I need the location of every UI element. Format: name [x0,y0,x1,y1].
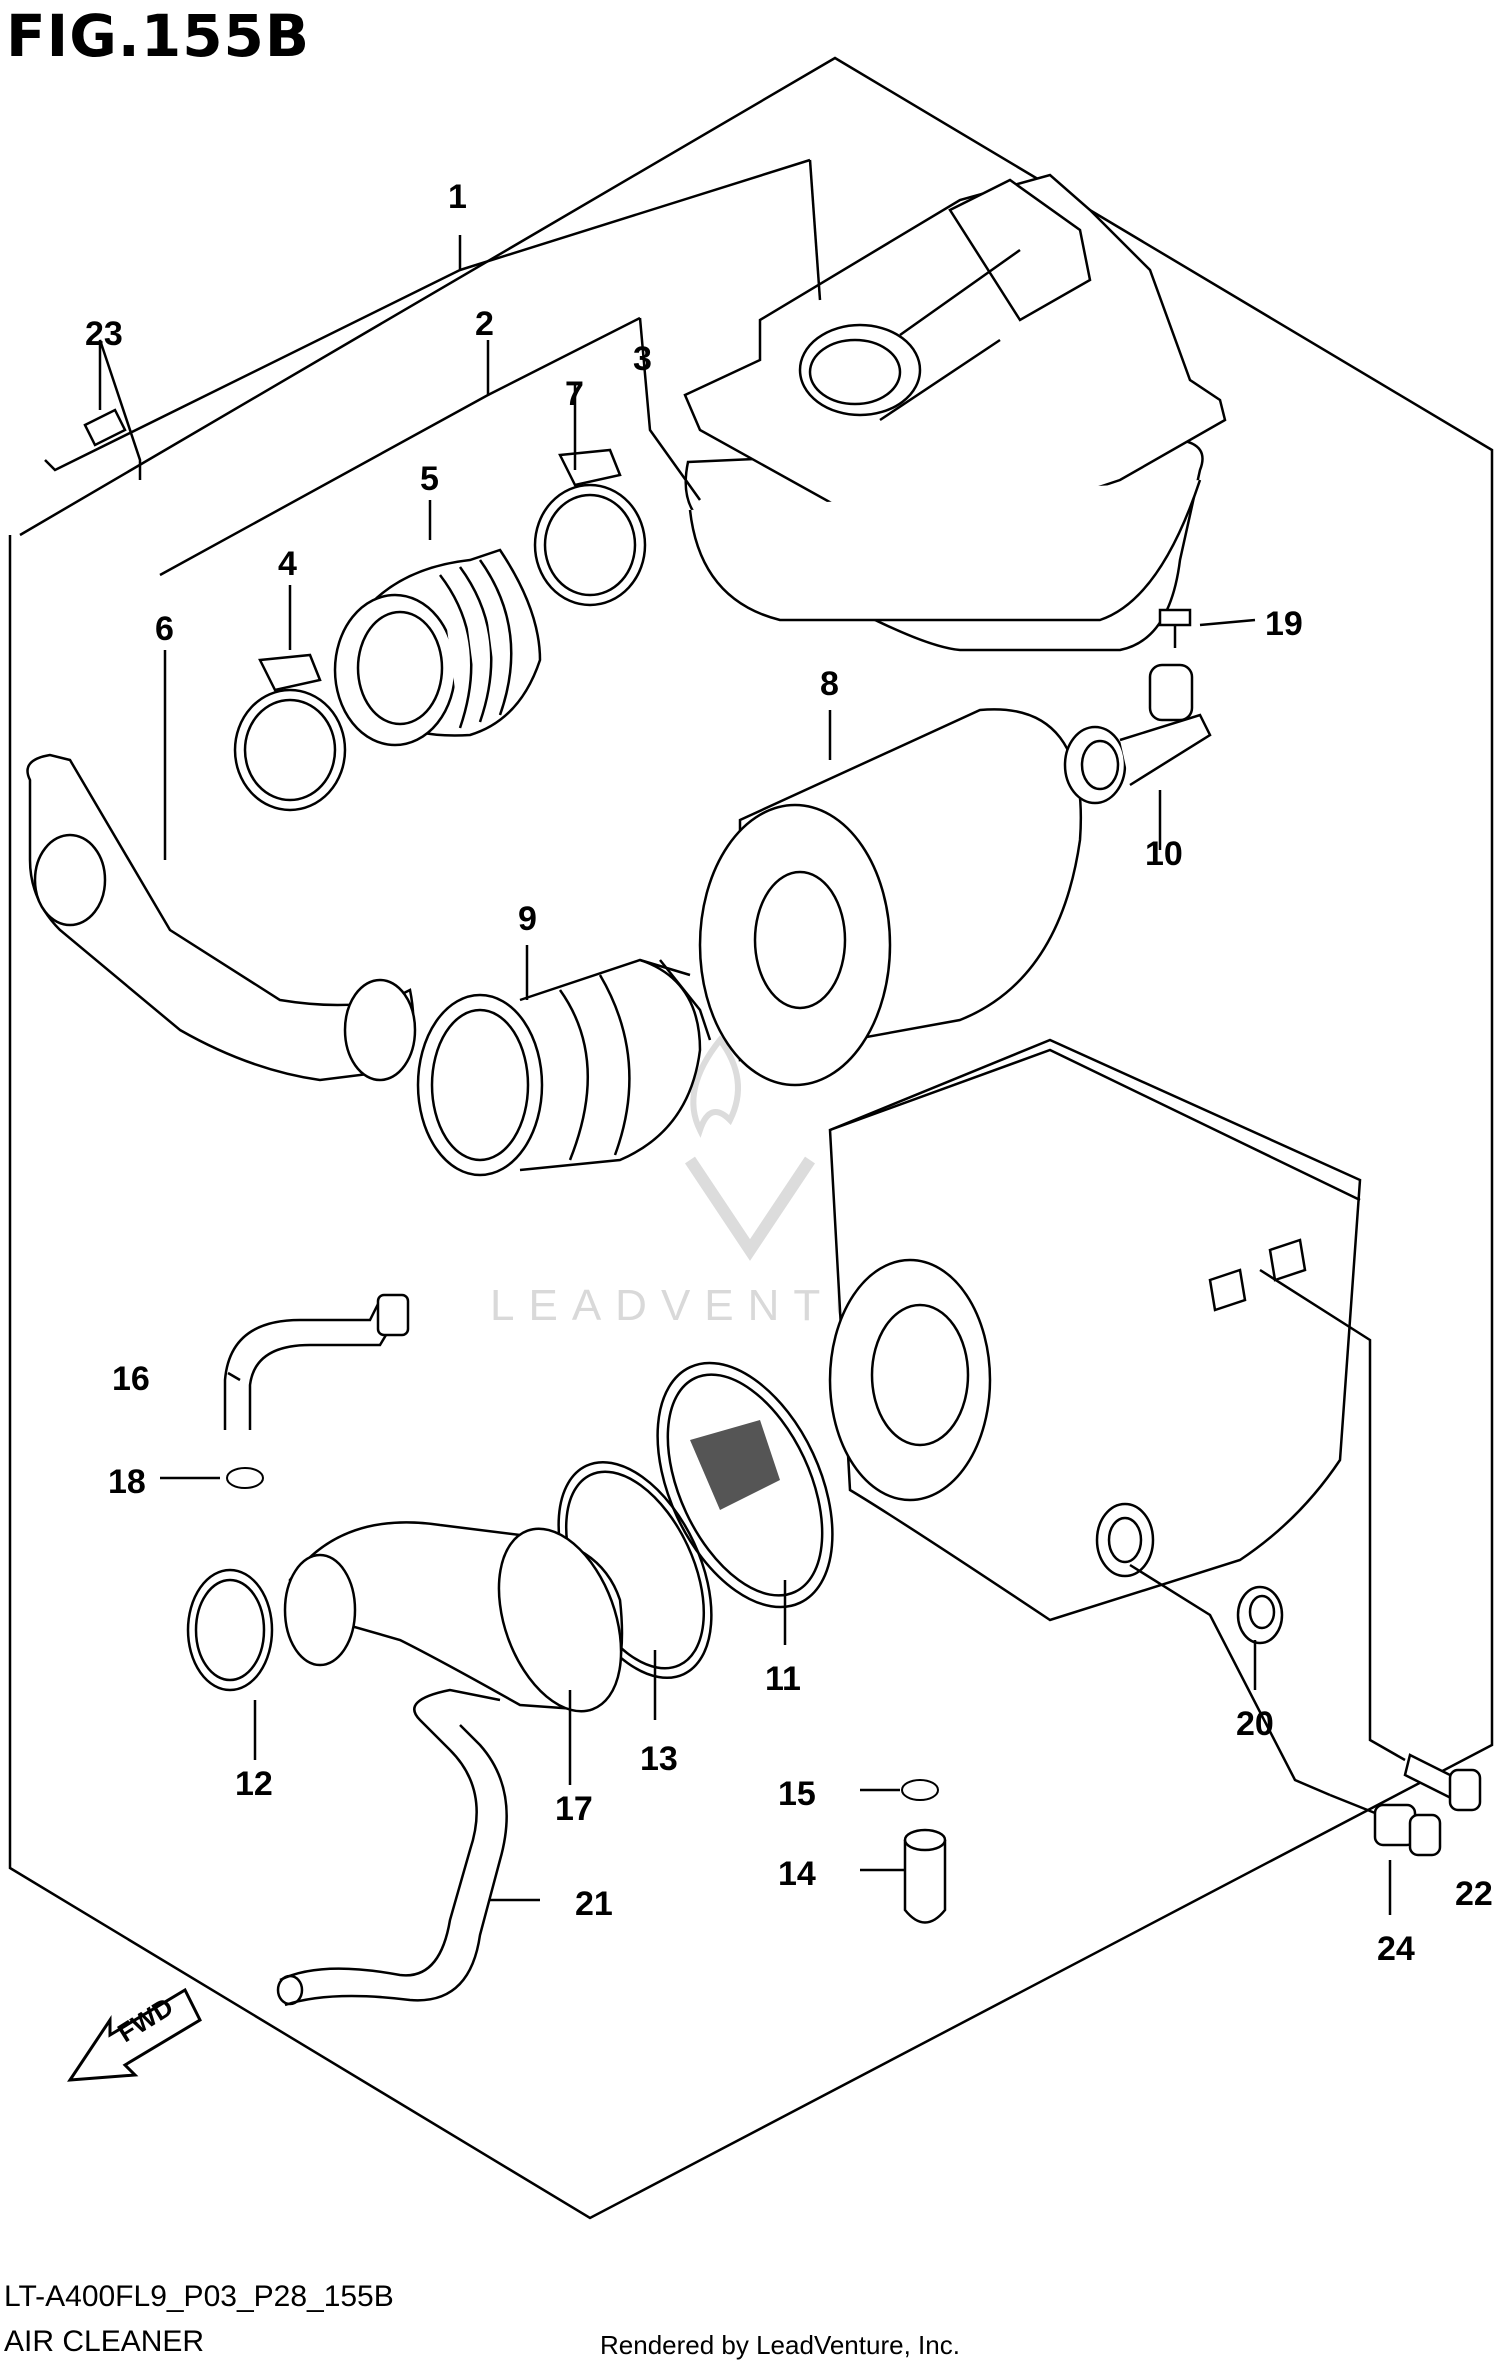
model-code: LT-A400FL9_P03_P28_155B [4,2280,394,2313]
callout-15: 15 [778,1775,816,1813]
intake-boot [333,548,542,747]
callout-11: 11 [765,1660,801,1698]
callout-22: 22 [1455,1875,1493,1913]
callout-14: 14 [778,1855,816,1893]
clip-18 [226,1467,264,1489]
callout-10: 10 [1145,835,1183,873]
hose-21 [276,1688,508,2007]
inlet-duct [26,753,417,1082]
drain-tube [903,1828,947,1924]
clamp-4 [233,653,347,812]
callout-9: 9 [518,900,537,938]
callout-numbers: 1 2 3 4 5 6 7 8 9 10 11 12 13 14 15 16 1… [85,178,1493,1968]
callout-6: 6 [155,610,174,648]
rendered-by: Rendered by LeadVenture, Inc. [600,2330,960,2360]
callout-20: 20 [1236,1705,1274,1743]
clamp-7 [533,448,647,607]
filter-cage [416,958,712,1177]
callout-7: 7 [565,375,584,413]
grommet-20 [1236,1585,1284,1645]
callout-12: 12 [235,1765,273,1803]
fastener-23 [83,408,127,447]
leader-lines [44,158,1406,1915]
air-cleaner-case [828,1038,1362,1622]
callout-19: 19 [1265,605,1303,643]
callout-8: 8 [820,665,839,703]
callout-17: 17 [555,1790,593,1828]
callout-1: 1 [448,178,467,216]
callout-24: 24 [1377,1930,1415,1968]
bolt-22 [1403,1753,1482,1812]
fwd-arrow: FWD [67,1987,202,2082]
callout-21: 21 [575,1885,613,1923]
filter-element [698,708,1083,1087]
callout-16: 16 [112,1360,150,1398]
callout-5: 5 [420,460,439,498]
figure-title: FIG.155B [6,2,311,70]
clip-15 [901,1779,939,1801]
callout-2: 2 [475,305,494,343]
callout-3: 3 [633,340,652,378]
air-cleaner-cover [683,173,1227,652]
breather-assy [1063,608,1212,805]
clamp-12 [186,1568,274,1692]
callout-4: 4 [278,545,297,583]
hose-16 [223,1293,410,1430]
section-name: AIR CLEANER [4,2325,205,2358]
callout-13: 13 [640,1740,678,1778]
callout-23: 23 [85,315,123,353]
callout-18: 18 [108,1463,146,1501]
screen [656,1361,834,1609]
sensor-24 [1329,1793,1442,1857]
assembly-frame [8,56,1494,2220]
inlet-pipe [283,1521,624,1713]
